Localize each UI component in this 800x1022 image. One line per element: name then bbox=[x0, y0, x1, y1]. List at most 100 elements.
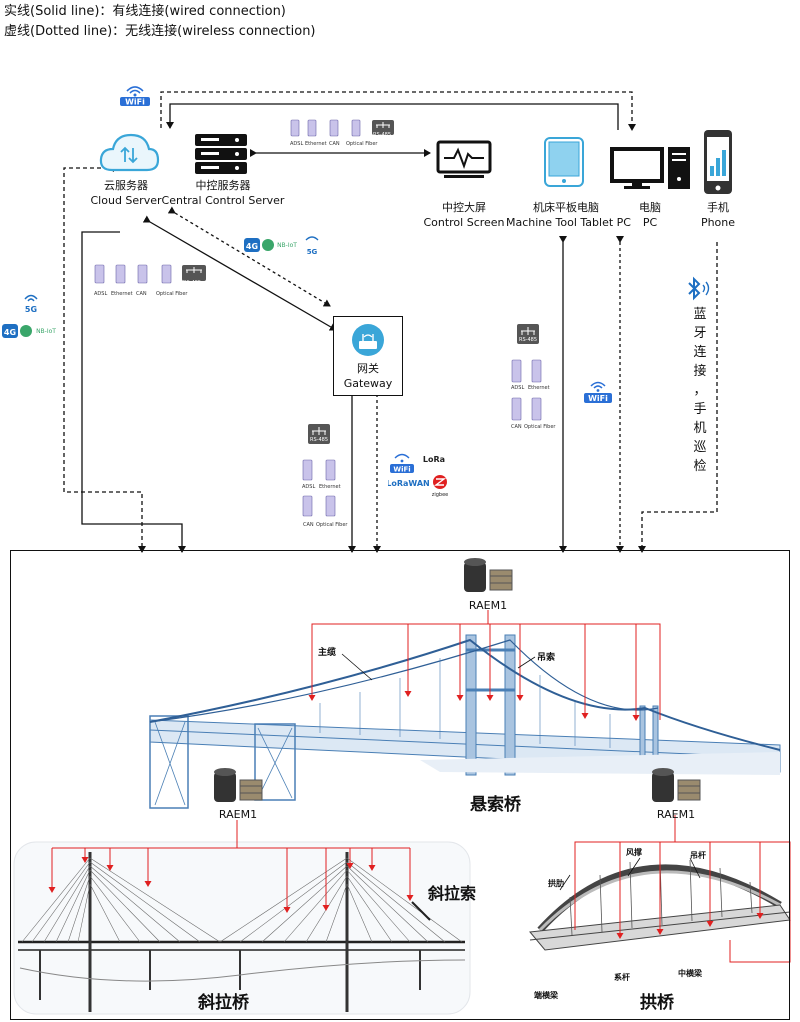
suspender-label: 吊杆 bbox=[690, 851, 706, 860]
protocol-group-gateway bbox=[298, 422, 358, 532]
phone-icon bbox=[702, 128, 734, 196]
adsl-label-2: ADSL bbox=[94, 291, 108, 297]
wifi-text-gw: WiFi bbox=[393, 466, 410, 474]
bt-char: 牙 bbox=[693, 326, 707, 341]
bt-char: 蓝 bbox=[693, 307, 707, 322]
raem1-sensor-icon bbox=[460, 556, 516, 596]
tablet-label-en: Machine Tool Tablet PC bbox=[506, 216, 631, 229]
can-label-4: CAN bbox=[511, 424, 522, 430]
gateway-box: 网关 Gateway bbox=[333, 316, 403, 396]
bt-char: 接 bbox=[693, 364, 707, 379]
raem1-sensor-icon bbox=[648, 766, 704, 806]
bt-char: 机 bbox=[693, 421, 707, 436]
can-label-3: CAN bbox=[303, 522, 314, 528]
suspension-bridge-caption: 悬索桥 bbox=[470, 795, 521, 815]
bt-char: 手 bbox=[693, 402, 707, 417]
adsl-label-3: ADSL bbox=[302, 484, 316, 490]
cloud-icon bbox=[98, 130, 160, 174]
cloud-server-label-en: Cloud Server bbox=[90, 194, 162, 207]
arch-rib-label: 拱肋 bbox=[548, 879, 564, 888]
can-label-2: CAN bbox=[136, 291, 147, 297]
arch-bridge-caption: 拱桥 bbox=[640, 993, 674, 1013]
raem1-label-right: RAEM1 bbox=[656, 808, 696, 821]
wifi-icon: WiFi bbox=[118, 84, 152, 106]
bluetooth-caption: 蓝 牙 连 接 ， 手 机 巡 检 bbox=[692, 305, 710, 476]
bt-char: ， bbox=[693, 383, 707, 398]
ethernet-label-2: Ethernet bbox=[111, 291, 133, 297]
raem1-label-top: RAEM1 bbox=[468, 599, 508, 612]
router-icon bbox=[351, 323, 385, 357]
legend-dotted: 虚线(Dotted line)：无线连接(wireless connection… bbox=[4, 24, 316, 39]
protocol-group-right bbox=[508, 322, 558, 432]
wifi-cloud-pc-line bbox=[160, 91, 636, 131]
pc-label-cn: 电脑 bbox=[639, 201, 661, 214]
cable-stayed-caption: 斜拉桥 bbox=[198, 993, 249, 1013]
bt-char: 检 bbox=[693, 459, 707, 474]
end-beam-label: 端横梁 bbox=[534, 991, 558, 1000]
protocol-group-left bbox=[92, 263, 210, 293]
bridge-panel bbox=[10, 550, 790, 1020]
phone-label-cn: 手机 bbox=[707, 201, 729, 214]
g4-text-mid: 4G bbox=[246, 242, 258, 251]
rs485-label-3: RS-485 bbox=[310, 437, 328, 443]
zigbee-text: zigbee bbox=[432, 492, 449, 498]
cloud-server-label-cn: 云服务器 bbox=[104, 179, 148, 192]
control-screen-label-cn: 中控大屏 bbox=[442, 201, 486, 214]
gateway-label-cn: 网关 bbox=[357, 362, 379, 375]
nbiot-text-left: NB-IoT bbox=[36, 328, 56, 335]
phone-label-en: Phone bbox=[700, 216, 736, 229]
adsl-label-4: ADSL bbox=[511, 385, 525, 391]
wireless-protocols-icon: WiFi LoRa LoRaWAN zigbee bbox=[388, 452, 452, 498]
central-gateway-dotted bbox=[167, 206, 331, 307]
pc-label-en: PC bbox=[642, 216, 658, 229]
mid-beam-label: 中横梁 bbox=[678, 969, 702, 978]
rs485-label-4: RS-485 bbox=[519, 337, 537, 343]
central-server-label-cn: 中控服务器 bbox=[195, 179, 251, 192]
arch-signal-lines bbox=[574, 815, 791, 963]
cable-stayed-signal-lines bbox=[48, 820, 414, 913]
tablet-label-cn: 机床平板电脑 bbox=[533, 201, 599, 214]
wifi-icon-right: WiFi bbox=[582, 378, 614, 404]
nbiot-text-mid: NB-IoT bbox=[277, 242, 297, 249]
stay-cable-label: 斜拉索 bbox=[428, 884, 477, 903]
g4-text-left: 4G bbox=[4, 328, 16, 337]
monitor-icon bbox=[436, 140, 492, 180]
ethernet-label-4: Ethernet bbox=[528, 385, 550, 391]
4g-nbiot-icon-left: 4G NB-IoT bbox=[2, 322, 60, 340]
control-screen-label-en: Control Screen bbox=[423, 216, 505, 229]
protocol-group-top bbox=[288, 117, 398, 151]
wifi-text-right: WiFi bbox=[588, 394, 608, 403]
lorawan-text: LoRaWAN bbox=[388, 479, 430, 488]
raem1-sensor-icon bbox=[210, 766, 266, 806]
bt-char: 连 bbox=[693, 345, 707, 360]
bluetooth-icon bbox=[685, 276, 713, 302]
raem1-label-left: RAEM1 bbox=[218, 808, 258, 821]
wind-brace-label: 风撑 bbox=[626, 848, 642, 857]
ethernet-label-1: Ethernet bbox=[305, 141, 327, 147]
pc-icon bbox=[610, 145, 694, 191]
cable-stayed-bridge-drawing bbox=[18, 852, 466, 1012]
gateway-label-en: Gateway bbox=[343, 377, 393, 390]
hanger-label: 吊索 bbox=[537, 653, 556, 663]
rs485-label-2: RS-485 bbox=[183, 280, 201, 286]
tablet-icon bbox=[543, 136, 585, 188]
optical-label-1: Optical Fiber bbox=[346, 141, 378, 147]
adsl-label-1: ADSL bbox=[290, 141, 304, 147]
central-server-label-en: Central Control Server bbox=[161, 194, 285, 207]
lora-text: LoRa bbox=[423, 455, 445, 464]
legend-solid: 实线(Solid line)：有线连接(wired connection) bbox=[4, 4, 286, 19]
suspension-signal-lines bbox=[308, 610, 661, 721]
g5-text-left: 5G bbox=[25, 305, 37, 314]
bt-char: 巡 bbox=[693, 440, 707, 455]
server-icon bbox=[193, 132, 249, 176]
rs485-label-1: RS-485 bbox=[373, 132, 391, 138]
optical-label-3: Optical Fiber bbox=[316, 522, 348, 528]
tie-bar-label: 系杆 bbox=[614, 973, 630, 982]
g5-text-mid: 5G bbox=[307, 248, 318, 256]
optical-label-2: Optical Fiber bbox=[156, 291, 188, 297]
ethernet-label-3: Ethernet bbox=[319, 484, 341, 490]
suspension-bridge-drawing bbox=[149, 634, 781, 809]
main-cable-label: 主缆 bbox=[318, 648, 337, 658]
wifi-text: WiFi bbox=[125, 98, 145, 107]
